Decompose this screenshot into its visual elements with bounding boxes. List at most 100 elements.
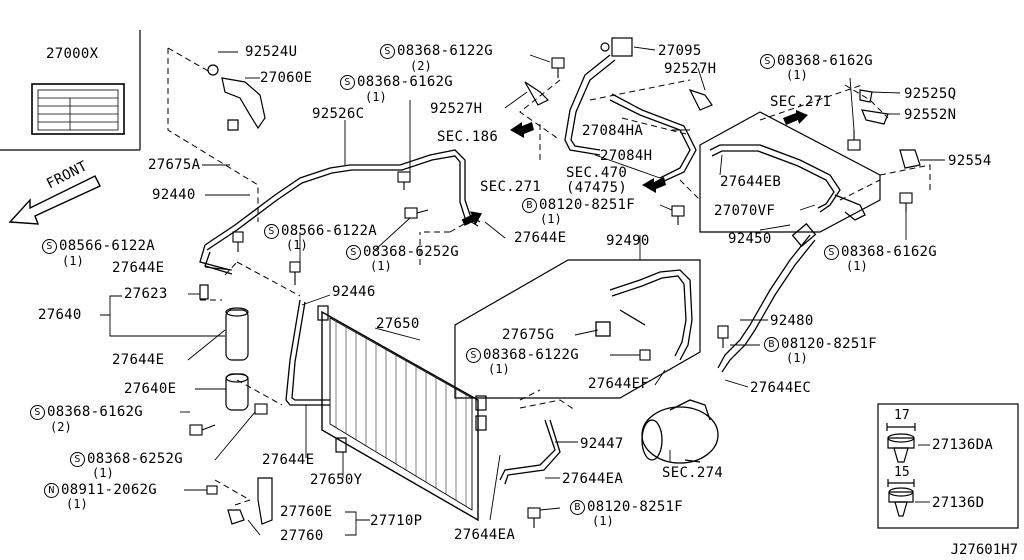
part-number: 08120-8251F [587, 499, 684, 515]
label-27640E: 27640E [124, 381, 177, 397]
qty-bolt-6: (1) [370, 259, 392, 273]
detail-box-92490 [454, 259, 701, 399]
label-92527H-a: 92527H [664, 61, 717, 77]
dimension-15: 15 [894, 465, 910, 480]
label-27623: 27623 [124, 286, 168, 302]
qty-bolt-8: (1) [846, 259, 868, 273]
label-92450: 92450 [728, 231, 772, 247]
label-SEC470: SEC.470 [566, 165, 628, 181]
symbol-circle: S [824, 245, 839, 260]
label-27650: 27650 [376, 316, 420, 332]
qty-bolt-13: (1) [66, 497, 88, 511]
label-92447: 92447 [580, 436, 624, 452]
label-27000X: 27000X [46, 46, 99, 62]
label-92524U: 92524U [245, 44, 298, 60]
label-27084H: 27084H [600, 148, 653, 164]
part-number: 08368-6162G [841, 244, 938, 260]
qty-bolt-5: (1) [286, 238, 308, 252]
label-27084HA: 27084HA [582, 123, 644, 139]
label-27070VF: 27070VF [714, 203, 776, 219]
diagram-reference: J27601H7 [950, 542, 1018, 558]
valve-27095 [600, 37, 633, 57]
label-27710P: 27710P [370, 513, 423, 529]
label-92446: 92446 [332, 284, 376, 300]
symbol-circle: S [380, 44, 395, 59]
label-27760: 27760 [280, 528, 324, 544]
part-number: 08368-6162G [357, 74, 454, 90]
part-number: 08368-6122G [483, 347, 580, 363]
pipe-92450 [709, 144, 866, 221]
detail-box-upper-right [699, 111, 881, 233]
bracket-27640E [225, 373, 249, 411]
symbol-circle: S [340, 75, 355, 90]
bolts [189, 57, 913, 528]
label-27644EA-a: 27644EA [562, 471, 624, 487]
part-number: 08566-6122A [281, 223, 378, 239]
part-number: 08120-8251F [539, 197, 636, 213]
hose-92480 [717, 222, 817, 373]
qty-bolt-4: (1) [62, 254, 84, 268]
pipe-92447 [499, 419, 561, 485]
qty-bolt-9: (1) [488, 362, 510, 376]
qty-bolt-1: (2) [410, 59, 432, 73]
qty-bolt-2: (1) [365, 90, 387, 104]
hose-92490 [595, 269, 693, 361]
label-SEC186: SEC.186 [437, 129, 499, 145]
label-SEC274: SEC.274 [662, 465, 724, 481]
label-27760E: 27760E [280, 504, 333, 520]
symbol-circle: S [760, 54, 775, 69]
clips-92525Q-92552N [859, 89, 889, 125]
qty-bolt-14: (1) [592, 514, 614, 528]
label-27644E-b: 27644E [112, 352, 165, 368]
label-92526C: 92526C [312, 106, 365, 122]
qty-bolt-7: (1) [540, 212, 562, 226]
part-number: 08368-6252G [363, 244, 460, 260]
part-number: 08911-2062G [61, 482, 158, 498]
label-27644EB: 27644EB [720, 174, 782, 190]
label-27095: 27095 [658, 43, 702, 59]
compressor [641, 399, 719, 464]
label-27136DA: 27136DA [932, 437, 994, 453]
symbol-circle: S [346, 245, 361, 260]
symbol-circle: B [522, 198, 537, 213]
label-92440: 92440 [152, 187, 196, 203]
label-27644E-c: 27644E [262, 452, 315, 468]
inset-box-27136 [877, 403, 1019, 529]
section-arrows [461, 110, 808, 226]
label-92490: 92490 [606, 233, 650, 249]
part-number: 08368-6162G [47, 404, 144, 420]
part-number: 08566-6122A [59, 238, 156, 254]
qty-bolt-3: (1) [786, 68, 808, 82]
label-92527H-b: 92527H [430, 101, 483, 117]
pipe-27084H [564, 54, 697, 183]
label-27136D: 27136D [932, 495, 985, 511]
label-47475: (47475) [566, 180, 628, 196]
symbol-circle: B [764, 337, 779, 352]
label-27000X-box [0, 30, 141, 151]
condenser-27650 [317, 305, 487, 522]
front-arrow-icon [8, 175, 101, 225]
pipe-92446 [285, 299, 330, 406]
label-27675G: 27675G [502, 327, 555, 343]
label-27644EC: 27644EC [750, 380, 812, 396]
bracket-92554 [899, 149, 921, 169]
qty-bolt-10: (1) [786, 351, 808, 365]
receiver-drier-27640 [199, 284, 249, 361]
label-27675A: 27675A [148, 157, 201, 173]
symbol-circle: S [30, 405, 45, 420]
label-27644E-d: 27644E [514, 230, 567, 246]
label-92554: 92554 [948, 153, 992, 169]
